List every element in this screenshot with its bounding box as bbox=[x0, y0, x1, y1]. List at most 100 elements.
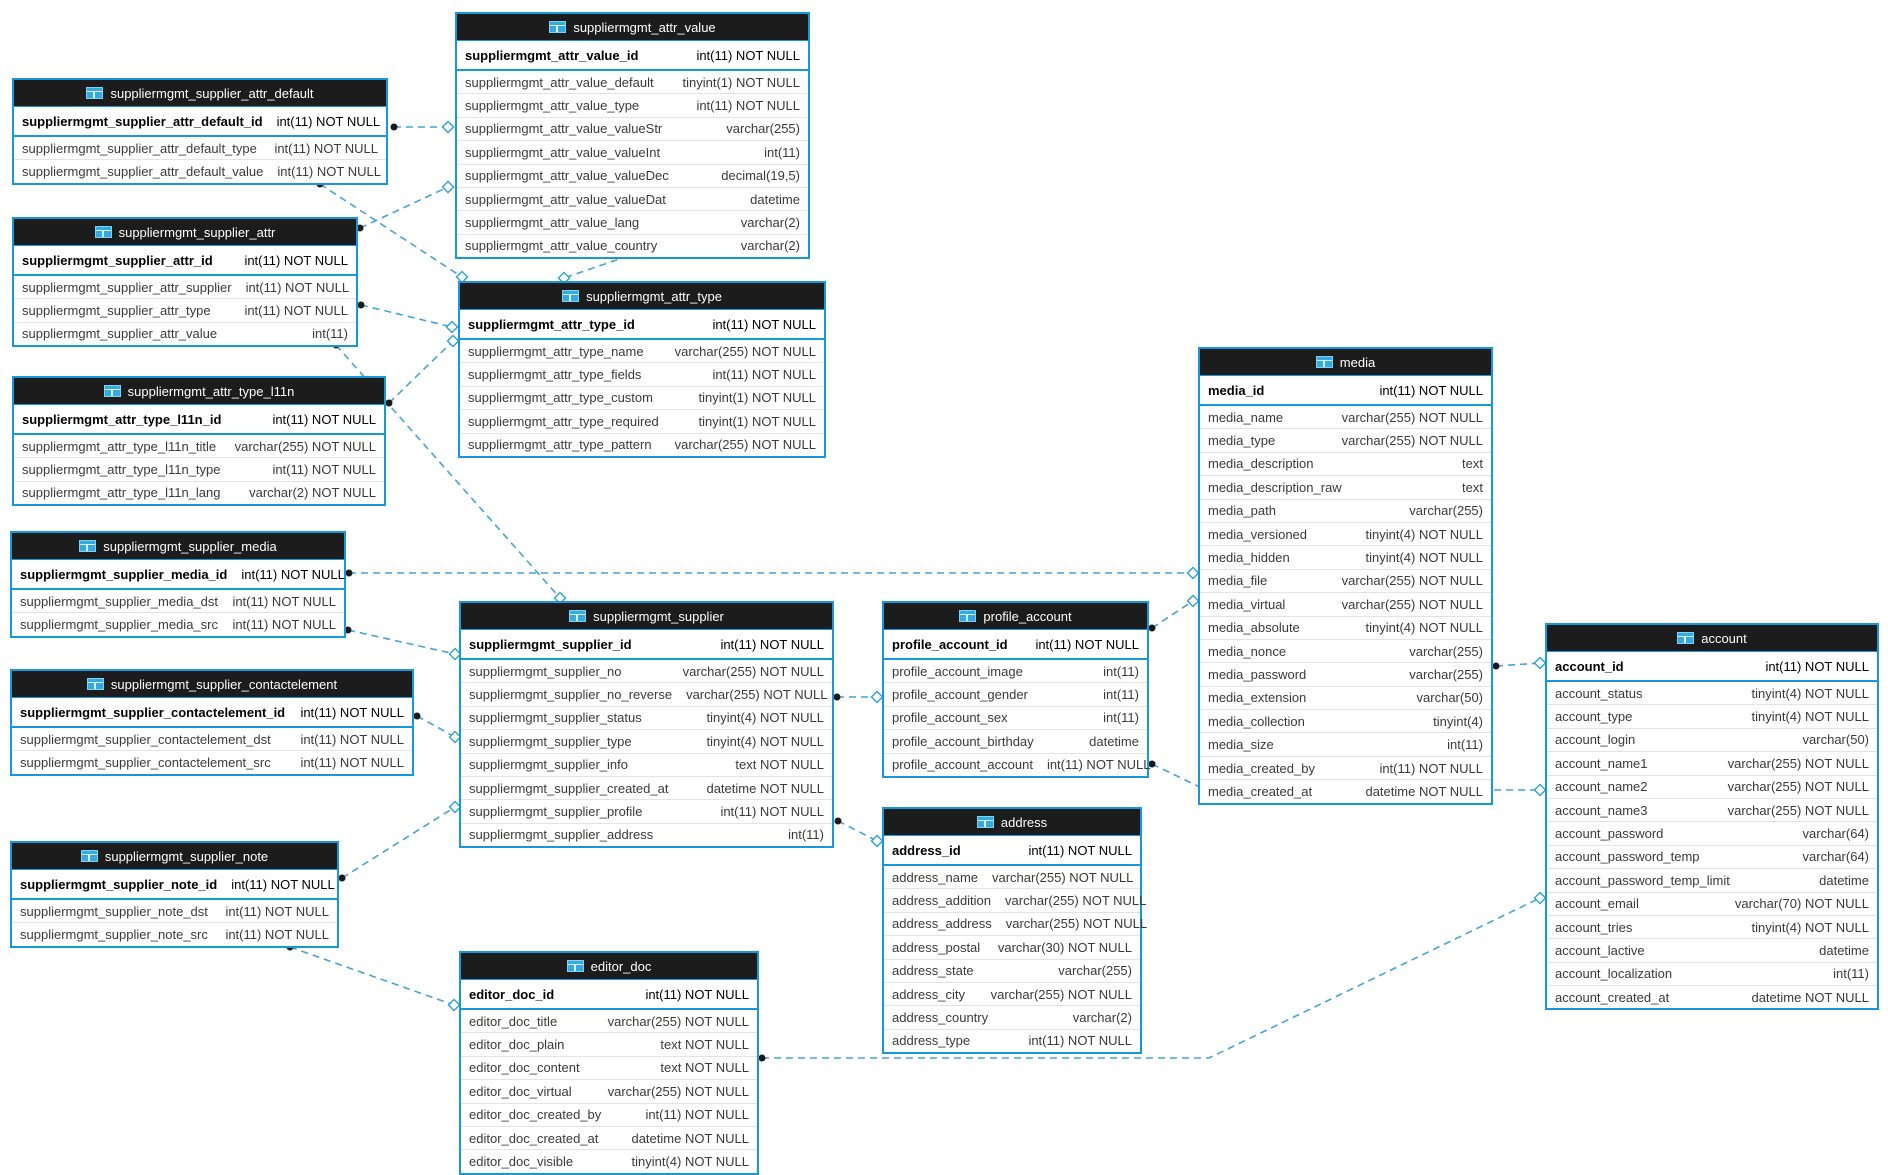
pk-column-type: int(11) NOT NULL bbox=[241, 566, 345, 582]
table-address[interactable]: address address_id int(11) NOT NULL addr… bbox=[882, 807, 1147, 1055]
table-grid-icon bbox=[1315, 356, 1333, 368]
pk-column-type: int(11) NOT NULL bbox=[300, 704, 404, 720]
relationship-editor_doc_created_by[interactable] bbox=[758, 891, 1547, 1062]
column-type: varchar(255) NOT NULL bbox=[1005, 916, 1148, 932]
relationship-suppliermgmt_supplier_note_dst[interactable] bbox=[286, 943, 461, 1012]
table-suppliermgmt_supplier_note[interactable]: suppliermgmt_supplier_note suppliermgmt_… bbox=[10, 841, 339, 948]
table-header[interactable]: suppliermgmt_attr_value bbox=[457, 14, 808, 41]
pk-column-name: suppliermgmt_attr_type_id bbox=[468, 316, 635, 332]
relationship-suppliermgmt_attr_type_l11n_type[interactable] bbox=[385, 334, 460, 407]
table-account[interactable]: account account_id int(11) NOT NULL acco… bbox=[1545, 623, 1879, 1011]
table-title: suppliermgmt_supplier_note bbox=[104, 848, 269, 864]
table-header[interactable]: account bbox=[1547, 625, 1877, 652]
column-name: address_city bbox=[892, 986, 965, 1002]
table-suppliermgmt_supplier_media[interactable]: suppliermgmt_supplier_media suppliermgmt… bbox=[10, 531, 346, 638]
table-suppliermgmt_attr_type[interactable]: suppliermgmt_attr_type suppliermgmt_attr… bbox=[458, 281, 826, 458]
primary-key-row: suppliermgmt_attr_type_l11n_id int(11) N… bbox=[14, 405, 384, 435]
column-name: media_virtual bbox=[1208, 596, 1286, 612]
column-name: address_type bbox=[892, 1033, 971, 1049]
relationship-suppliermgmt_supplier_attr_default_value[interactable] bbox=[390, 120, 455, 134]
table-header[interactable]: suppliermgmt_attr_type bbox=[460, 283, 824, 310]
relationship-suppliermgmt_supplier_address[interactable] bbox=[834, 817, 884, 848]
table-header[interactable]: suppliermgmt_supplier bbox=[461, 603, 832, 630]
column-type: decimal(19,5) bbox=[721, 168, 800, 184]
table-header[interactable]: suppliermgmt_supplier_media bbox=[12, 533, 344, 560]
connector-dot-icon bbox=[345, 569, 353, 577]
column-type: tinyint(1) NOT NULL bbox=[698, 413, 816, 429]
column-type: int(11) NOT NULL bbox=[225, 903, 329, 919]
table-header[interactable]: editor_doc bbox=[461, 953, 757, 980]
column-name: suppliermgmt_supplier_media_src bbox=[20, 617, 218, 633]
primary-key-row: account_id int(11) NOT NULL bbox=[1547, 652, 1877, 682]
column-type: varchar(30) NOT NULL bbox=[997, 939, 1132, 955]
relationship-suppliermgmt_supplier_media_src[interactable] bbox=[344, 626, 462, 661]
column-name: address_addition bbox=[892, 893, 992, 909]
pk-column-name: editor_doc_id bbox=[469, 986, 555, 1002]
column-name: account_created_at bbox=[1555, 989, 1670, 1005]
table-profile_account[interactable]: profile_account profile_account_id int(1… bbox=[882, 601, 1151, 778]
table-suppliermgmt_supplier_contactelement[interactable]: suppliermgmt_supplier_contactelement sup… bbox=[10, 669, 414, 776]
table-editor_doc[interactable]: editor_doc editor_doc_id int(11) NOT NUL… bbox=[459, 951, 759, 1175]
column-name: suppliermgmt_supplier_attr_supplier bbox=[22, 279, 232, 295]
column-type: varchar(70) NOT NULL bbox=[1734, 896, 1869, 912]
table-grid-icon bbox=[86, 87, 104, 99]
column-type: int(11) NOT NULL bbox=[300, 755, 404, 771]
column-name: suppliermgmt_attr_type_custom bbox=[468, 390, 653, 406]
table-title: media bbox=[1339, 354, 1376, 370]
table-header[interactable]: suppliermgmt_supplier_contactelement bbox=[12, 671, 412, 698]
column-type: tinyint(4) NOT NULL bbox=[1751, 919, 1869, 935]
column-name: profile_account_sex bbox=[892, 710, 1008, 726]
relationship-suppliermgmt_supplier_attr_value[interactable] bbox=[356, 180, 455, 232]
relationship-suppliermgmt_supplier_contactelement_src[interactable] bbox=[413, 712, 462, 744]
relationship-profile_account_image[interactable] bbox=[1148, 594, 1200, 632]
table-suppliermgmt_supplier_attr[interactable]: suppliermgmt_supplier_attr suppliermgmt_… bbox=[12, 217, 358, 348]
table-header[interactable]: suppliermgmt_supplier_attr_default bbox=[14, 80, 386, 107]
table-header[interactable]: suppliermgmt_supplier_attr bbox=[14, 219, 356, 246]
column-type: tinyint(4) NOT NULL bbox=[1365, 526, 1483, 542]
relationship-suppliermgmt_supplier_attr_type[interactable] bbox=[357, 301, 459, 334]
table-suppliermgmt_supplier[interactable]: suppliermgmt_supplier suppliermgmt_suppl… bbox=[459, 601, 834, 849]
table-header[interactable]: address bbox=[884, 809, 1140, 836]
table-header[interactable]: suppliermgmt_attr_type_l11n bbox=[14, 378, 384, 405]
column-type: varchar(255) NOT NULL bbox=[682, 663, 824, 679]
column-type: varchar(255) bbox=[1409, 666, 1483, 682]
connector-diamond-icon bbox=[870, 690, 884, 704]
relationship-suppliermgmt_supplier_profile[interactable] bbox=[833, 690, 884, 704]
primary-key-row: suppliermgmt_supplier_id int(11) NOT NUL… bbox=[461, 630, 832, 660]
column-name: media_file bbox=[1208, 573, 1268, 589]
column-name: suppliermgmt_attr_type_name bbox=[468, 343, 644, 359]
table-header[interactable]: suppliermgmt_supplier_note bbox=[12, 843, 337, 870]
column-type: varchar(255) NOT NULL bbox=[1727, 755, 1869, 771]
relationship-suppliermgmt_supplier_note_src[interactable] bbox=[338, 800, 462, 882]
table-header[interactable]: media bbox=[1200, 349, 1491, 376]
table-header[interactable]: profile_account bbox=[884, 603, 1147, 630]
table-suppliermgmt_attr_value[interactable]: suppliermgmt_attr_value suppliermgmt_att… bbox=[455, 12, 810, 260]
relationship-media_created_by[interactable] bbox=[1492, 656, 1547, 670]
column-name: account_lactive bbox=[1555, 942, 1645, 958]
table-suppliermgmt_supplier_attr_default[interactable]: suppliermgmt_supplier_attr_default suppl… bbox=[12, 78, 388, 185]
table-media[interactable]: media media_id int(11) NOT NULL media_na… bbox=[1198, 347, 1493, 805]
relationship-suppliermgmt_supplier_media_dst[interactable] bbox=[345, 566, 1200, 580]
column-type: datetime bbox=[1819, 872, 1869, 888]
primary-key-row: suppliermgmt_supplier_attr_default_id in… bbox=[14, 107, 386, 137]
column-type: datetime bbox=[750, 191, 800, 207]
table-suppliermgmt_attr_type_l11n[interactable]: suppliermgmt_attr_type_l11n suppliermgmt… bbox=[12, 376, 386, 507]
